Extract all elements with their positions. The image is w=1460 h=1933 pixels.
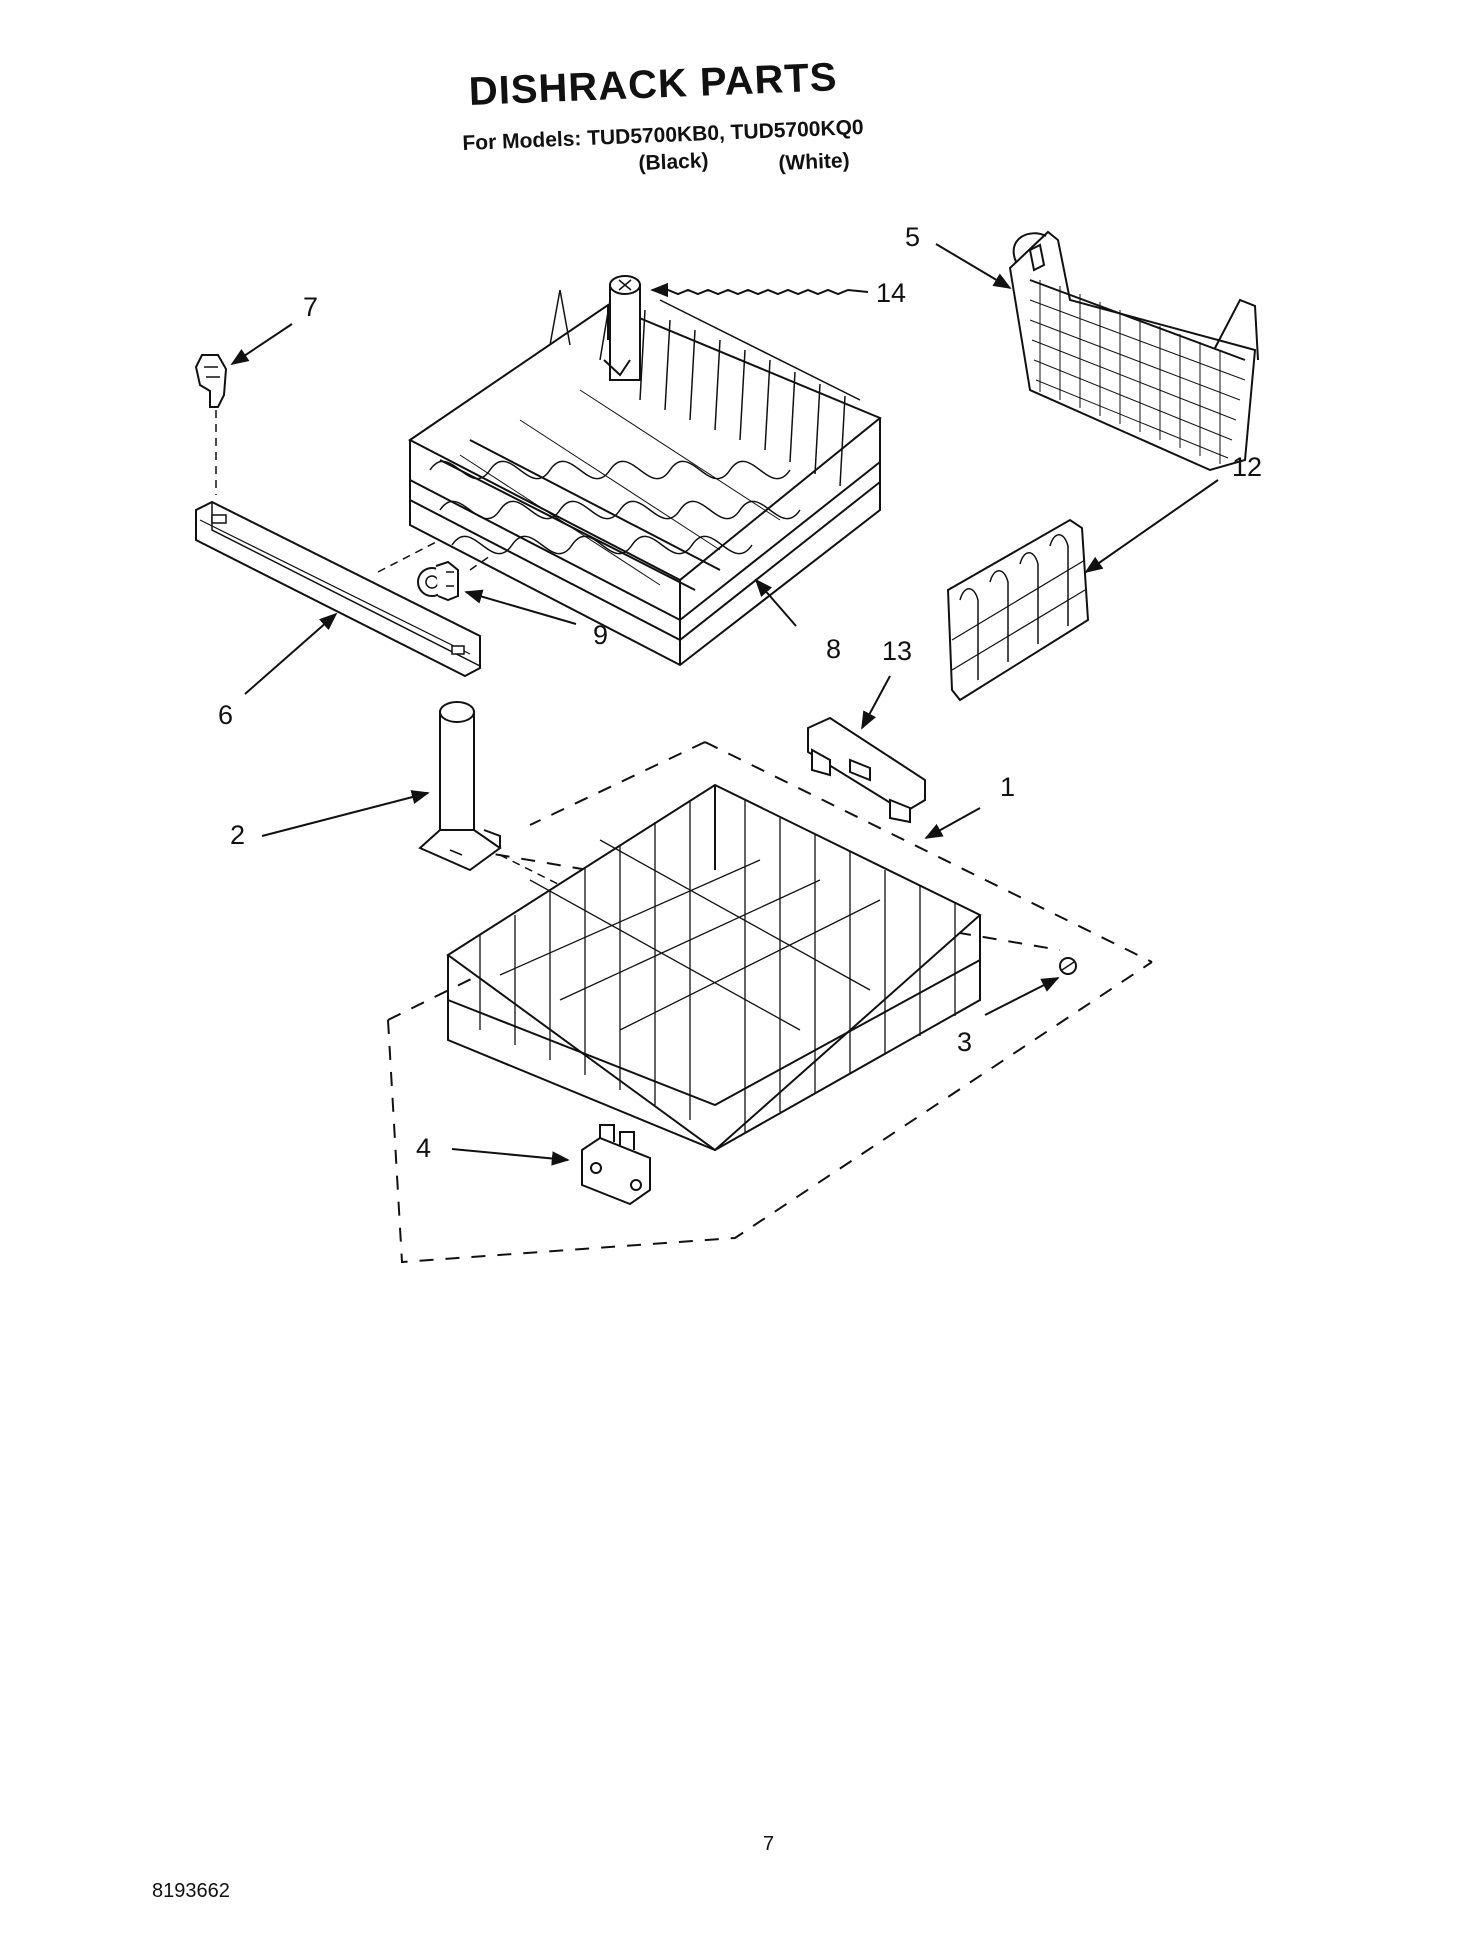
- silverware-basket-part: [1008, 230, 1259, 472]
- callout-6: 6: [218, 700, 234, 730]
- rack-wheel-assembly-part: [807, 716, 926, 824]
- leader-4: [451, 1148, 570, 1166]
- rack-track-part: [195, 500, 491, 678]
- document-number: 8193662: [152, 1880, 230, 1902]
- callout-5: 5: [905, 222, 921, 252]
- leader-2: [261, 790, 430, 837]
- leader-1: [924, 807, 981, 839]
- callout-14: 14: [876, 278, 907, 308]
- spray-tower-tube-part: [418, 701, 571, 891]
- lower-dishrack-part: [446, 783, 982, 1152]
- leader-6: [244, 612, 338, 695]
- leader-5: [935, 243, 1012, 289]
- track-end-cap-part: [194, 354, 228, 495]
- leader-14: [650, 282, 869, 298]
- leader-13: [861, 675, 891, 730]
- callout-2: 2: [230, 820, 246, 850]
- cup-shelf-insert-part: [946, 518, 1090, 702]
- callout-13: 13: [882, 636, 913, 666]
- upper-dishrack-part: [408, 289, 882, 667]
- leader-8: [754, 578, 797, 627]
- callout-12: 12: [1232, 452, 1263, 482]
- callout-4: 4: [416, 1133, 432, 1163]
- callout-9: 9: [593, 620, 609, 650]
- page-number: 7: [763, 1833, 775, 1855]
- callout-3: 3: [957, 1027, 973, 1057]
- callout-7: 7: [303, 292, 319, 322]
- leader-12: [1084, 479, 1219, 574]
- leader-9: [464, 589, 577, 625]
- callout-1: 1: [1000, 772, 1016, 802]
- rack-stop-part: [1059, 957, 1077, 975]
- track-roller-part: [417, 560, 459, 602]
- leader-lines: [230, 243, 1219, 1166]
- roller-assembly-part: [581, 1124, 651, 1206]
- leader-3: [984, 977, 1060, 1016]
- spray-tube-coupler-part: [603, 275, 641, 381]
- callout-8: 8: [826, 634, 842, 664]
- leader-7: [230, 323, 293, 365]
